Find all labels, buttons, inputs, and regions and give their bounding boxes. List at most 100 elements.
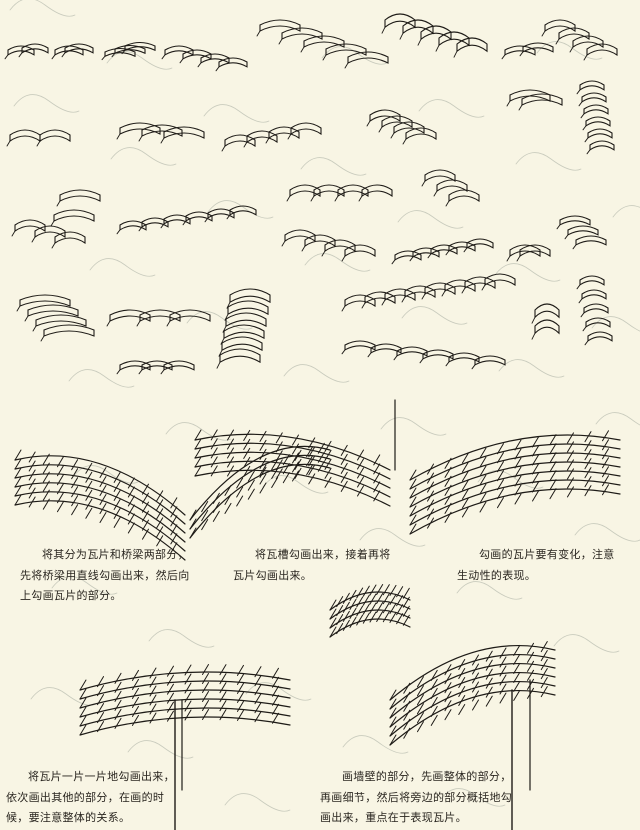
- roof-tile: [224, 134, 256, 148]
- roof-tile: [531, 316, 536, 324]
- roof-tile-stroke: [210, 438, 218, 450]
- roof-tile-stroke: [403, 682, 411, 694]
- roof-tile-stroke: [329, 626, 337, 638]
- roof-tile-stroke: [444, 466, 452, 478]
- roof-tile-stroke: [513, 662, 521, 674]
- roof-tile-stroke: [114, 717, 122, 729]
- roof-tile-stroke: [57, 501, 64, 513]
- roof-tile-stroke: [219, 700, 227, 712]
- roof-tile: [587, 331, 613, 342]
- roof-tile-stroke: [567, 432, 574, 444]
- roof-tile-stroke: [485, 668, 493, 680]
- roof-tile-stroke: [532, 445, 539, 457]
- roof-tile-stroke: [212, 510, 220, 522]
- roof-tile-stroke: [540, 650, 548, 662]
- roof-tile-stroke: [444, 502, 452, 514]
- roof-tile-stroke: [149, 676, 157, 688]
- roof-tile-stroke: [259, 482, 267, 494]
- roof-tile: [109, 309, 151, 322]
- roof-tile-stroke: [292, 452, 299, 464]
- caption-line: 瓦片勾画出来。: [233, 568, 313, 582]
- roof-tile-stroke: [396, 613, 404, 625]
- roof-tile-stroke: [127, 504, 135, 516]
- roof-tile: [265, 137, 270, 144]
- roof-tile-stroke: [149, 703, 157, 715]
- roof-tile: [21, 43, 49, 54]
- roof-tile-stroke: [202, 664, 209, 676]
- roof-tile: [182, 49, 212, 60]
- roof-tile: [161, 54, 166, 60]
- roof-tile-stroke: [202, 682, 209, 694]
- roof-tile-stroke: [306, 464, 314, 476]
- background-doodle: [342, 735, 409, 754]
- roof-tile: [445, 200, 450, 207]
- roof-tile-stroke: [427, 481, 434, 493]
- roof-ridge-line: [79, 698, 291, 718]
- roof-ridge-line: [79, 671, 291, 691]
- roof-tile: [301, 245, 306, 252]
- roof-tile-stroke: [485, 695, 493, 707]
- roof-tile-stroke: [513, 689, 521, 701]
- roof-tile-stroke: [292, 470, 299, 482]
- roof-tile-stroke: [210, 447, 218, 459]
- roof-tile: [141, 217, 169, 228]
- roof-tile-stroke: [219, 673, 227, 685]
- background-doodle: [300, 157, 367, 176]
- roof-tile-stroke: [272, 703, 279, 715]
- roof-tile-stroke: [430, 714, 438, 726]
- roof-tile-stroke: [513, 644, 521, 656]
- roof-tile-stroke: [444, 664, 452, 676]
- caption-line: 将瓦片一片一片地勾画出来，: [28, 770, 175, 783]
- roof-tile-stroke: [189, 509, 197, 521]
- roof-tile-stroke: [479, 501, 487, 513]
- roof-tile: [474, 355, 506, 366]
- roof-tile: [589, 140, 615, 151]
- roof-tile-stroke: [156, 526, 164, 538]
- roof-tile: [286, 195, 291, 202]
- roof-tile: [225, 312, 267, 328]
- roof-tile-stroke: [28, 496, 36, 508]
- roof-tile-stroke: [349, 616, 357, 628]
- roof-tile-stroke: [444, 673, 452, 685]
- roof-tile-stroke: [271, 477, 279, 489]
- roof-tile-stroke: [272, 685, 279, 697]
- roof-tile: [185, 211, 213, 222]
- roof-tile-stroke: [389, 725, 397, 737]
- roof-tile: [509, 244, 541, 258]
- roof-tile-stroke: [259, 448, 267, 460]
- roof-tile-stroke: [584, 476, 592, 488]
- roof-tile: [229, 288, 271, 304]
- roof-tile: [504, 45, 536, 56]
- roof-tile-stroke: [189, 527, 197, 539]
- roof-tile-stroke: [357, 449, 364, 461]
- roof-tile: [227, 300, 269, 316]
- roof-tile-stroke: [28, 469, 36, 481]
- roof-tile-stroke: [42, 498, 50, 510]
- roof-tile-stroke: [444, 691, 452, 703]
- roof-tile-stroke: [71, 459, 79, 471]
- roof-tile: [31, 236, 36, 243]
- roof-tile-stroke: [194, 465, 202, 477]
- roof-ridge-line: [79, 707, 291, 727]
- roof-tile-stroke: [444, 709, 452, 721]
- roof-tile: [341, 349, 346, 355]
- roof-tile-stroke: [254, 675, 262, 687]
- background-doodle: [498, 359, 565, 378]
- roof-tile: [341, 305, 346, 312]
- roof-tile-stroke: [227, 429, 234, 441]
- roof-tile-stroke: [99, 485, 107, 496]
- roof-tile-stroke: [79, 688, 87, 700]
- roof-tile-stroke: [389, 584, 397, 596]
- roof-tile-stroke: [243, 438, 251, 450]
- roof-tile-stroke: [324, 476, 332, 488]
- roof-tile-stroke: [336, 605, 344, 617]
- roof-tile-stroke: [382, 602, 390, 614]
- roof-tile-stroke: [458, 704, 466, 716]
- roof-ridge-line: [14, 482, 186, 543]
- roof-tile: [412, 247, 440, 258]
- roof-tile: [361, 184, 393, 198]
- roof-tile: [334, 195, 339, 202]
- roof-tile: [367, 352, 372, 358]
- roof-tile-stroke: [567, 459, 574, 471]
